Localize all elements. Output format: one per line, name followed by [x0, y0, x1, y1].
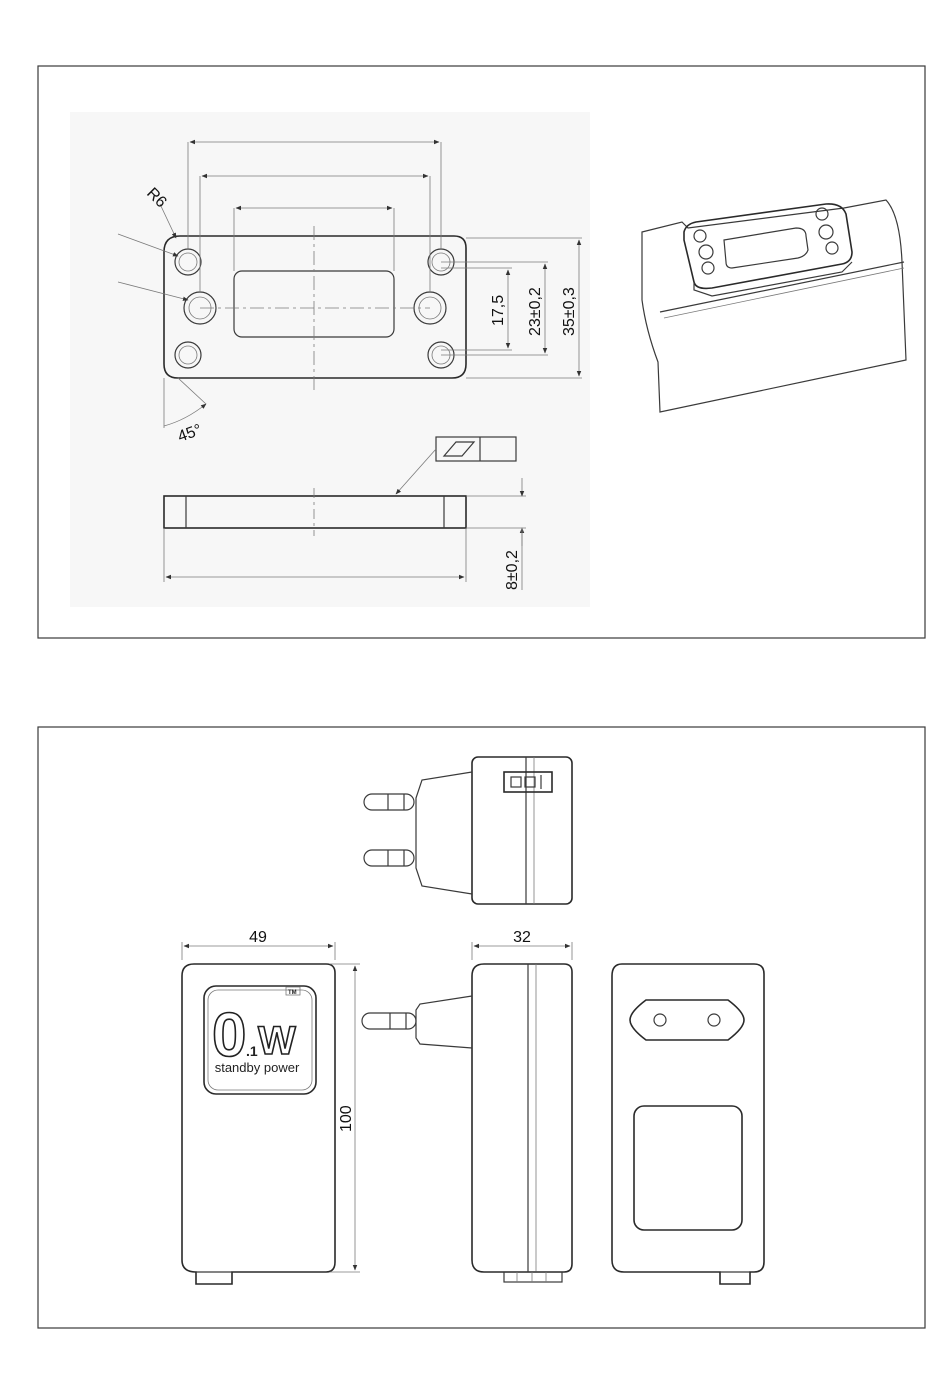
adapter-top-plug-base: [416, 772, 472, 894]
bracket-isometric-view: [642, 200, 906, 412]
socket-hole-right: [708, 1014, 720, 1026]
standby-power-logo: 0 .1 W TM standby power: [204, 986, 316, 1094]
dim-label-inner: 17,5: [490, 295, 507, 326]
adapter-front-view: 49 100 0 .1 W TM standby power: [182, 929, 360, 1284]
adapter-top-body: [472, 757, 572, 904]
logo-trademark: TM: [288, 990, 297, 996]
adapter-top-view: [364, 757, 572, 904]
bracket-iso-window: [724, 228, 808, 268]
label-area: [634, 1106, 742, 1230]
pin-side: [362, 1013, 416, 1029]
euro-plug-socket-outline: [630, 1000, 744, 1040]
adapter-side-plug-base: [416, 996, 472, 1048]
adapter-side-body: [472, 964, 572, 1272]
adapter-side-view: 32: [362, 929, 572, 1282]
top-panel: 17,5 23±0,2 35±0,3 R6 45°: [38, 66, 925, 638]
bottom-panel-frame: [38, 727, 925, 1328]
dim-label-width: 49: [249, 929, 267, 946]
adapter-back-view: [612, 964, 764, 1284]
pin-upper: [364, 794, 414, 810]
scan-background: [70, 112, 590, 607]
logo-decimal: .1: [246, 1043, 258, 1059]
logo-unit: W: [258, 1019, 296, 1063]
dim-label-height: 100: [338, 1105, 355, 1132]
dim-label-mid: 23±0,2: [527, 287, 544, 336]
dim-label-depth: 32: [513, 929, 531, 946]
pin-lower: [364, 850, 414, 866]
dim-label-outer: 35±0,3: [561, 287, 578, 336]
socket-hole-left: [654, 1014, 666, 1026]
dim-label-thickness: 8±0,2: [504, 550, 521, 590]
bottom-panel: 49 100 0 .1 W TM standby power: [38, 727, 925, 1328]
logo-caption: standby power: [215, 1060, 300, 1075]
